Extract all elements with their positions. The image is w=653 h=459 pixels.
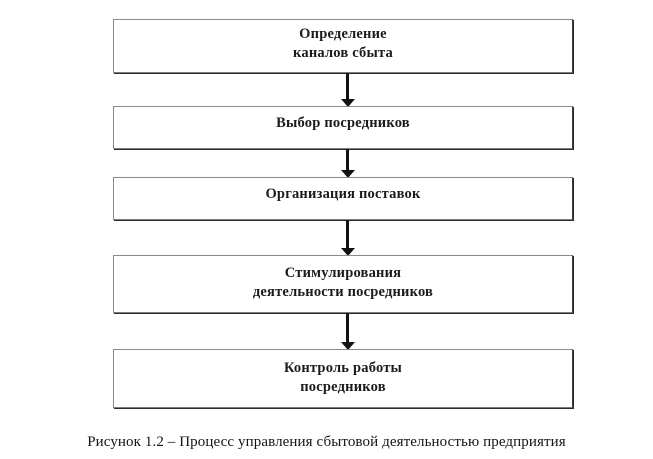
connector-arrow-down-4 — [341, 313, 355, 350]
flow-node-organizaciya-postavok[interactable]: Организация поставок — [113, 177, 573, 220]
connector-stem — [346, 220, 349, 249]
flow-node-label: Организация поставок — [265, 186, 421, 202]
flow-node-stimulirovaniya-deyatelnosti[interactable]: Стимулирования деятельности посредников — [113, 255, 573, 313]
flow-node-kontrol-raboty-posrednikov[interactable]: Контроль работы посредников — [113, 349, 573, 408]
flow-node-label: Определение каналов сбыта — [293, 26, 393, 61]
figure-caption: Рисунок 1.2 – Процесс управления сбытово… — [87, 434, 566, 450]
connector-stem — [346, 149, 349, 171]
connector-stem — [346, 313, 349, 343]
arrow-head-down-icon — [341, 248, 355, 256]
arrow-head-down-icon — [341, 342, 355, 350]
arrow-head-down-icon — [341, 99, 355, 107]
connector-arrow-down-2 — [341, 149, 355, 178]
connector-arrow-down-1 — [341, 73, 355, 107]
flow-node-label: Стимулирования деятельности посредников — [252, 265, 434, 300]
connector-arrow-down-3 — [341, 220, 355, 256]
flow-node-opredelenie-kanalov-sbyta[interactable]: Определение каналов сбыта — [113, 19, 573, 73]
connector-stem — [346, 73, 349, 100]
arrow-head-down-icon — [341, 170, 355, 178]
flow-node-vybor-posrednikov[interactable]: Выбор посредников — [113, 106, 573, 149]
flow-node-label: Выбор посредников — [276, 115, 410, 131]
flow-node-label: Контроль работы посредников — [283, 360, 403, 395]
